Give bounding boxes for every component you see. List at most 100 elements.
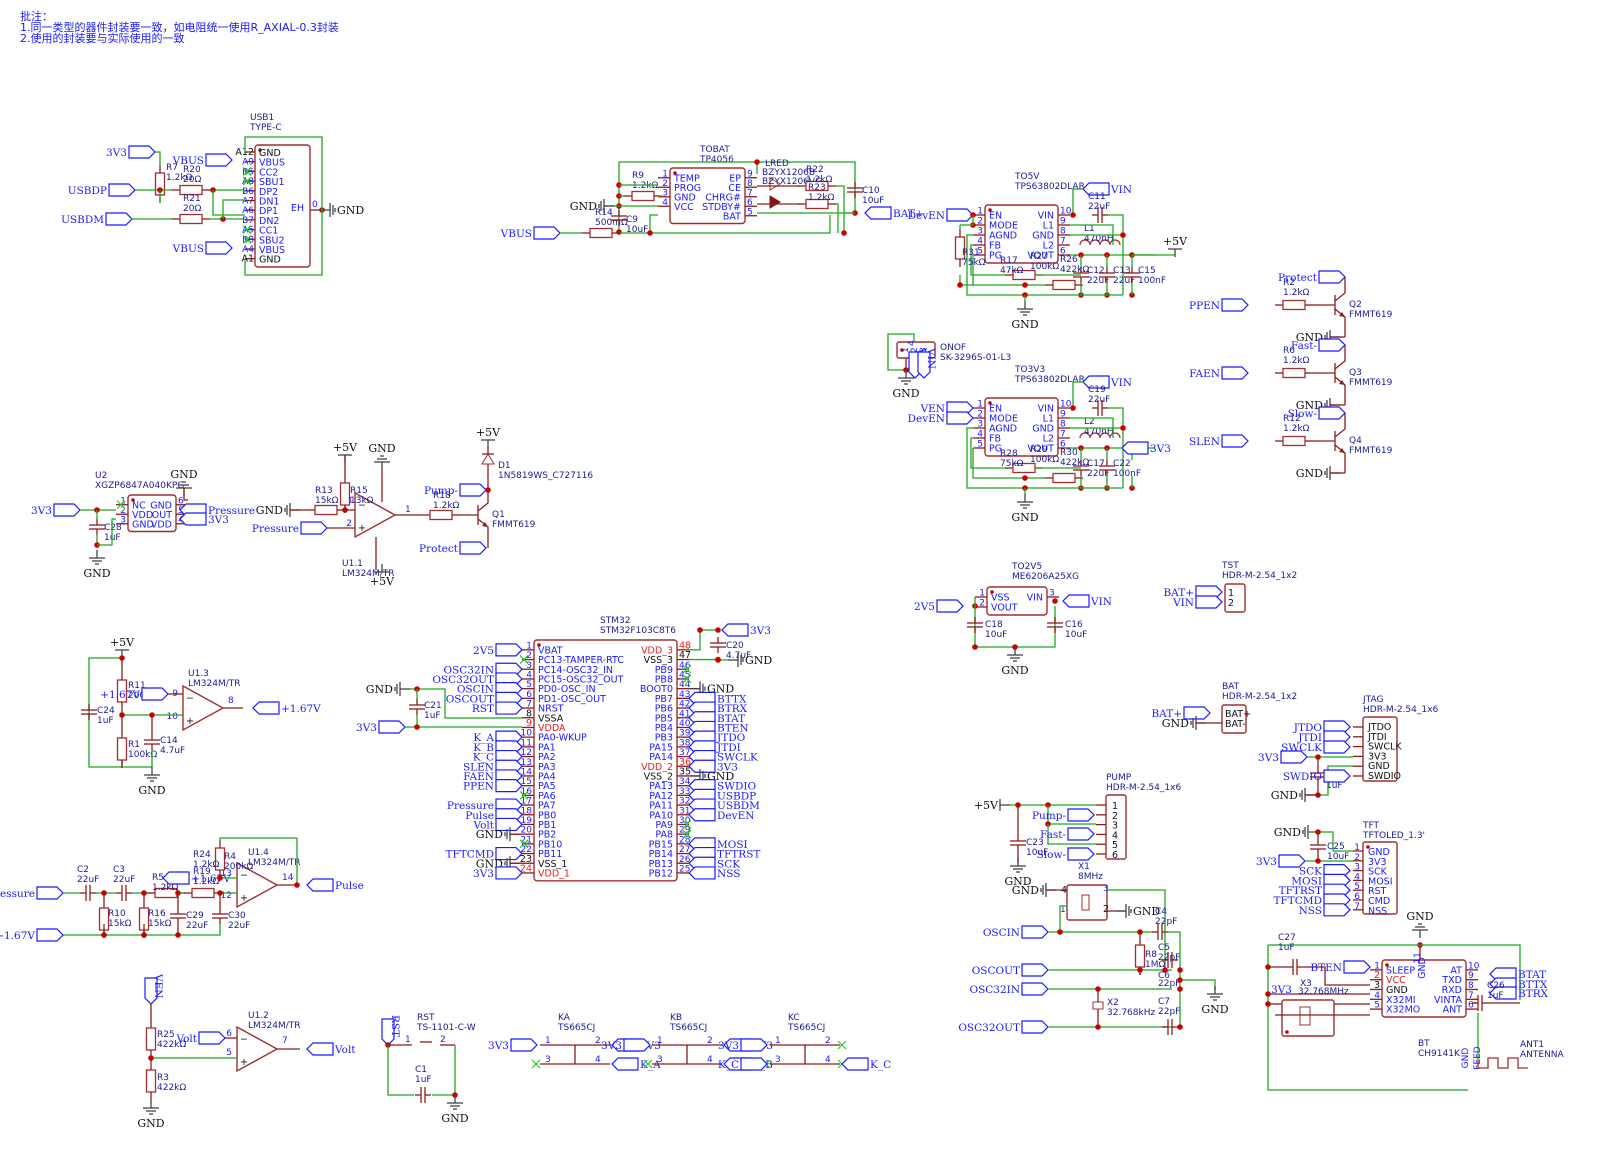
net-name: OSCOUT <box>446 693 494 705</box>
net-label-Pressure: Pressure <box>0 886 64 900</box>
component-ref: Q1 <box>492 510 505 520</box>
net-label-Protect: Protect <box>1278 270 1346 284</box>
pin-number: 4 <box>526 670 532 680</box>
wire <box>689 629 720 651</box>
net-name: 2V5 <box>914 601 935 613</box>
net-name: Pressure <box>252 523 299 535</box>
net-label-Fast: Fast- <box>1291 338 1346 352</box>
component-ref: C24 <box>97 706 115 716</box>
pin-number: 43 <box>679 690 690 700</box>
gnd-label: GND <box>170 468 197 481</box>
net-name: Protect <box>419 543 459 555</box>
pin-number: 2 <box>977 217 983 227</box>
pin-number: B6 <box>242 187 254 197</box>
component-value: 1.2kΩ <box>166 173 193 183</box>
ic-body <box>254 144 311 268</box>
pin-number: 1 <box>662 169 668 179</box>
component-ref: L2 <box>1084 417 1095 427</box>
net-label-SLEN: SLEN <box>1189 434 1249 448</box>
pin-number: 23 <box>520 854 532 865</box>
pin-number: 6 <box>526 690 532 700</box>
pin-name: ANT <box>1443 1005 1463 1016</box>
component-ref: R15 <box>350 486 368 496</box>
net-label-VIN: VIN <box>1172 595 1223 609</box>
pin-name: L2 <box>1043 434 1054 445</box>
wire <box>97 518 116 546</box>
opamp-body <box>354 491 397 539</box>
pin-name: SBU1 <box>259 177 285 188</box>
pin-name: GND <box>150 500 172 511</box>
header-jtag: JTDOJTDISWCLK3V3GNDSWDIOJTAGHDR-M-2.54_1… <box>1258 695 1438 802</box>
component-ref: R1 <box>128 740 140 750</box>
pin-number: 8 <box>228 696 234 706</box>
pin-line <box>1334 444 1346 463</box>
component-value: TS665CJ <box>669 1023 707 1033</box>
led-value: BZYX1206B <box>762 168 815 178</box>
resistor-body <box>145 1069 157 1093</box>
component-ref: C29 <box>186 911 204 921</box>
component-value: FMMT619 <box>492 520 536 530</box>
pin-number: 15 <box>521 777 532 787</box>
junction-dot <box>1120 425 1126 431</box>
net-label-RST: RST <box>381 1015 401 1046</box>
pin-number: 16 <box>521 787 533 797</box>
pin-name: RST <box>1368 886 1387 897</box>
component-value: FMMT619 <box>1349 378 1393 388</box>
component-value: TPS63802DLAR <box>1014 375 1085 385</box>
junction-dot <box>1022 282 1028 288</box>
pin-name: VOUT <box>991 603 1018 614</box>
pin-number: 3 <box>545 1055 551 1065</box>
wire <box>387 1045 414 1096</box>
pin-number: 2 <box>1103 904 1109 915</box>
pin-number: 2 <box>1112 811 1118 822</box>
emitter-arrow <box>1339 448 1345 453</box>
pin-name: OUT <box>152 510 172 521</box>
net-label-VIN: VIN <box>1062 594 1112 608</box>
gnd-symbol: GND <box>1001 647 1029 677</box>
net-label-DevEN: DevEN <box>908 411 974 425</box>
pin-name: NSS <box>1368 906 1387 917</box>
pin-number: 2 <box>1354 853 1360 863</box>
net-label-BTEN: BTEN <box>1310 960 1371 974</box>
resistor-body <box>191 887 215 899</box>
component-ref: C27 <box>1278 933 1296 943</box>
net-name: SCK <box>717 858 740 870</box>
pin-name: FEED <box>1473 1046 1483 1070</box>
pin-name: FB <box>989 434 1001 445</box>
net-name: Volt <box>175 1033 197 1045</box>
pin-number: 41 <box>679 709 690 719</box>
component-ref: C21 <box>424 701 442 711</box>
pin-name: SWCLK <box>1368 742 1402 753</box>
net-flag-shape <box>162 871 190 885</box>
net-flag-shape <box>611 1057 639 1071</box>
component-value: 1.2kΩ <box>808 193 835 203</box>
pin-number: 3 <box>1049 589 1055 599</box>
plus-sign: + <box>358 523 366 534</box>
header-body <box>1224 583 1246 613</box>
pin-name: PB15 <box>649 839 673 850</box>
component-value: HDR-M-2.54_1x2 <box>1222 692 1297 702</box>
net-label-BTAT: BTAT <box>688 711 745 725</box>
net-flag-shape <box>1318 406 1346 420</box>
pin-name: PB3 <box>655 733 673 744</box>
pin-name: AT <box>1450 965 1462 976</box>
net-name: JTDO <box>716 732 746 744</box>
pin-name: SLEEP <box>1386 965 1415 976</box>
component-ref: STM32 <box>600 616 630 626</box>
component-ref: ONOF <box>940 343 966 353</box>
pin-number: 3 <box>1374 980 1380 991</box>
gnd-symbol: GND <box>1201 986 1229 1016</box>
net-flag-shape <box>688 866 716 880</box>
pin-number: 22 <box>521 845 532 855</box>
component-value: 1.2kΩ <box>152 883 179 893</box>
component-value: 100kΩ <box>1030 262 1059 272</box>
